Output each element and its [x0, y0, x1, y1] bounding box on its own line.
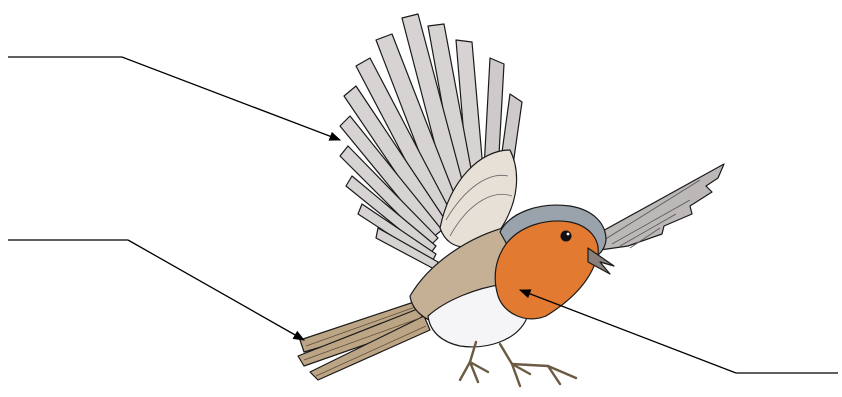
legs — [460, 342, 576, 386]
tail — [298, 300, 430, 380]
right-wing — [590, 164, 724, 250]
label-line-wing — [8, 57, 340, 140]
label-line-tail — [8, 240, 304, 340]
robin-illustration — [298, 14, 724, 386]
label-line-breast — [520, 290, 838, 373]
eye — [561, 231, 572, 242]
